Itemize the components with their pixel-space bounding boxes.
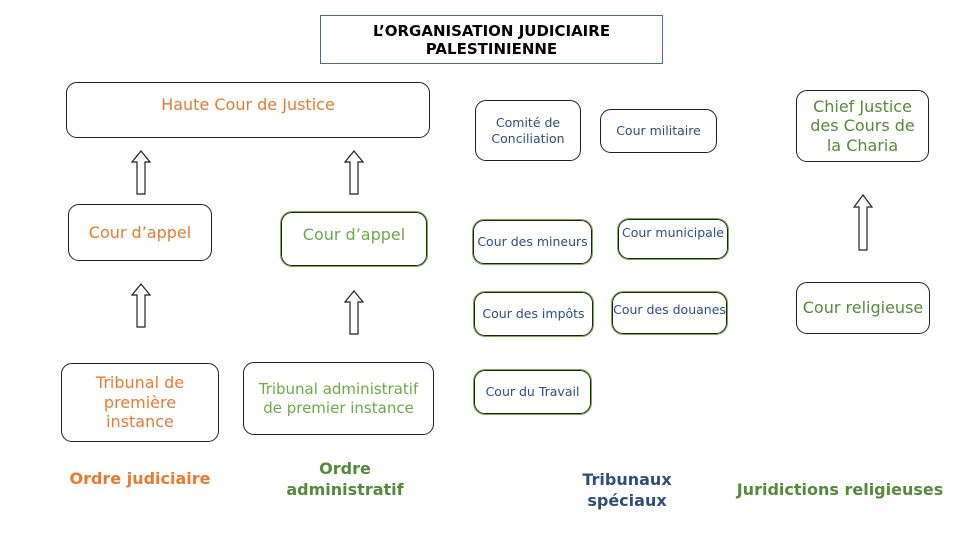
haute-cour-label: Haute Cour de Justice xyxy=(161,95,335,114)
tribunal-premiere-instance-box[interactable]: Tribunal de première instance xyxy=(61,363,219,442)
chief-justice-label: Chief Justice des Cours de la Charia xyxy=(810,96,915,155)
cour-municipale-label: Cour municipale xyxy=(621,225,724,240)
tribunal-premiere-instance-label: Tribunal de première instance xyxy=(95,373,185,432)
up-arrow-icon xyxy=(344,150,364,195)
cour-mineurs-label: Cour des mineurs xyxy=(477,234,588,250)
cour-appel-judiciaire-box[interactable]: Cour d’appel xyxy=(68,204,212,261)
up-arrow-icon xyxy=(131,150,151,195)
comite-conciliation-box[interactable]: Comité de Conciliation xyxy=(475,100,581,161)
label-tribunaux-speciaux: Tribunaux spéciaux xyxy=(582,470,672,510)
haute-cour-box[interactable]: Haute Cour de Justice xyxy=(66,82,430,138)
cour-douanes-label: Cour des douanes xyxy=(613,302,726,317)
label-juridictions-religieuses: Juridictions religieuses xyxy=(736,480,944,499)
cour-travail-label: Cour du Travail xyxy=(485,384,580,400)
cour-religieuse-label: Cour religieuse xyxy=(802,298,924,318)
cour-militaire-box[interactable]: Cour militaire xyxy=(600,109,717,153)
cour-municipale-box[interactable]: Cour municipale xyxy=(617,218,729,260)
up-arrow-icon xyxy=(344,290,364,335)
up-arrow-icon xyxy=(131,283,151,328)
cour-appel-administratif-box[interactable]: Cour d’appel xyxy=(280,211,428,267)
label-ordre-administratif: Ordre administratif xyxy=(286,459,404,499)
cour-appel-judiciaire-label: Cour d’appel xyxy=(88,222,192,242)
cour-appel-administratif-label: Cour d’appel xyxy=(302,225,406,244)
cour-impots-label: Cour des impôts xyxy=(482,306,585,322)
chief-justice-box[interactable]: Chief Justice des Cours de la Charia xyxy=(796,90,929,162)
tribunal-administratif-label: Tribunal administratif de premier instan… xyxy=(258,380,419,417)
diagram-title: L’ORGANISATION JUDICIAIRE PALESTINIENNE xyxy=(320,15,663,64)
cour-mineurs-box[interactable]: Cour des mineurs xyxy=(472,219,593,265)
label-ordre-judiciaire: Ordre judiciaire xyxy=(69,469,211,488)
comite-conciliation-label: Comité de Conciliation xyxy=(491,115,565,146)
cour-militaire-label: Cour militaire xyxy=(616,123,701,139)
cour-impots-box[interactable]: Cour des impôts xyxy=(473,291,594,337)
cour-travail-box[interactable]: Cour du Travail xyxy=(473,369,592,415)
up-arrow-icon xyxy=(853,194,873,251)
cour-douanes-box[interactable]: Cour des douanes xyxy=(611,291,728,335)
cour-religieuse-box[interactable]: Cour religieuse xyxy=(796,282,930,334)
tribunal-administratif-box[interactable]: Tribunal administratif de premier instan… xyxy=(243,362,434,435)
